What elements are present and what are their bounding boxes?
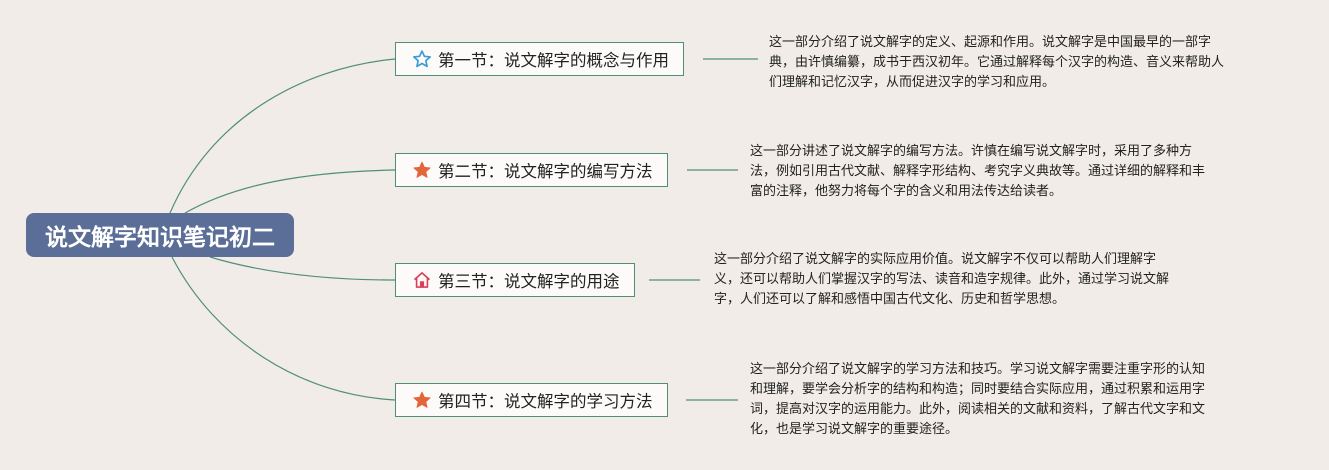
star-filled-icon	[412, 390, 432, 410]
topic-2-label: 第二节：说文解字的编写方法	[438, 162, 653, 181]
branch-line-1	[169, 58, 396, 214]
topic-4-note: 这一部分介绍了说文解字的学习方法和技巧。学习说文解字需要注重字形的认知 和理解，…	[750, 360, 1205, 440]
star-outline-icon	[412, 49, 432, 69]
note-line: 和理解，要学会分析字的结构和构造；同时要结合实际应用，通过积累和运用字	[750, 382, 1206, 397]
note-line: 法，例如引用古代文献、解释字形结构、考究字义典故等。通过详细的解释和丰	[750, 164, 1206, 179]
note-line: 富的注释，他努力将每个字的含义和用法传达给读者。	[750, 184, 1063, 199]
note-line: 这一部分介绍了说文解字的定义、起源和作用。说文解字是中国最早的一部字	[769, 35, 1212, 50]
note-line: 这一部分介绍了说文解字的学习方法和技巧。学习说文解字需要注重字形的认知	[750, 362, 1206, 377]
topic-2-node[interactable]: 第二节：说文解字的编写方法	[395, 153, 668, 187]
topic-4-label: 第四节：说文解字的学习方法	[438, 392, 653, 411]
note-line: 们理解和记忆汉字，从而促进汉字的学习和应用。	[769, 75, 1056, 90]
topic-1-label: 第一节：说文解字的概念与作用	[438, 51, 669, 70]
branch-line-2	[184, 169, 396, 214]
branch-line-3	[209, 256, 396, 281]
note-line: 化，也是学习说文解字的重要途径。	[750, 422, 959, 437]
topic-1-node[interactable]: 第一节：说文解字的概念与作用	[395, 42, 684, 76]
note-line: 这一部分介绍了说文解字的实际应用价值。说文解字不仅可以帮助人们理解字	[714, 252, 1157, 267]
topic-2-note: 这一部分讲述了说文解字的编写方法。许慎在编写说文解字时，采用了多种方 法，例如引…	[750, 142, 1205, 202]
note-line: 典，由许慎编纂，成书于西汉初年。它通过解释每个汉字的构造、音义来帮助人	[769, 55, 1225, 70]
root-title: 说文解字知识笔记初二	[45, 225, 275, 251]
root-topic[interactable]: 说文解字知识笔记初二	[26, 213, 294, 257]
star-filled-icon	[412, 160, 432, 180]
branch-line-4	[171, 256, 396, 401]
note-line: 这一部分讲述了说文解字的编写方法。许慎在编写说文解字时，采用了多种方	[750, 144, 1193, 159]
topic-3-label: 第三节：说文解字的用途	[438, 272, 620, 291]
topic-3-node[interactable]: 第三节：说文解字的用途	[395, 263, 635, 297]
note-line: 词，提高对汉字的运用能力。此外，阅读相关的文献和资料，了解古代文字和文	[750, 402, 1206, 417]
topic-1-note: 这一部分介绍了说文解字的定义、起源和作用。说文解字是中国最早的一部字 典，由许慎…	[769, 33, 1224, 93]
note-line: 义，还可以帮助人们掌握汉字的写法、读音和造字规律。此外，通过学习说文解	[714, 272, 1170, 287]
topic-4-node[interactable]: 第四节：说文解字的学习方法	[395, 383, 668, 417]
home-icon	[412, 270, 432, 290]
topic-3-note: 这一部分介绍了说文解字的实际应用价值。说文解字不仅可以帮助人们理解字 义，还可以…	[714, 250, 1169, 310]
note-line: 字，人们还可以了解和感悟中国古代文化、历史和哲学思想。	[714, 292, 1066, 307]
